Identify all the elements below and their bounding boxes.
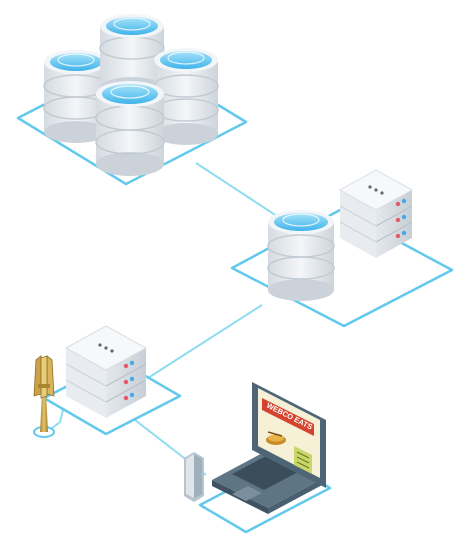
link-mid-to-lower <box>147 304 263 379</box>
phone-icon <box>184 452 204 502</box>
database-icon <box>95 81 165 176</box>
menu-card <box>294 446 312 474</box>
network-links <box>46 162 287 476</box>
antenna-icon <box>33 355 55 438</box>
link-cluster-to-mid <box>195 162 287 223</box>
database-icon <box>267 210 335 301</box>
laptop-icon: WEBCO EATS <box>212 382 326 514</box>
server-icon <box>64 325 148 418</box>
server-icon <box>338 169 414 258</box>
database-cluster <box>43 14 219 176</box>
food-image <box>266 431 286 445</box>
